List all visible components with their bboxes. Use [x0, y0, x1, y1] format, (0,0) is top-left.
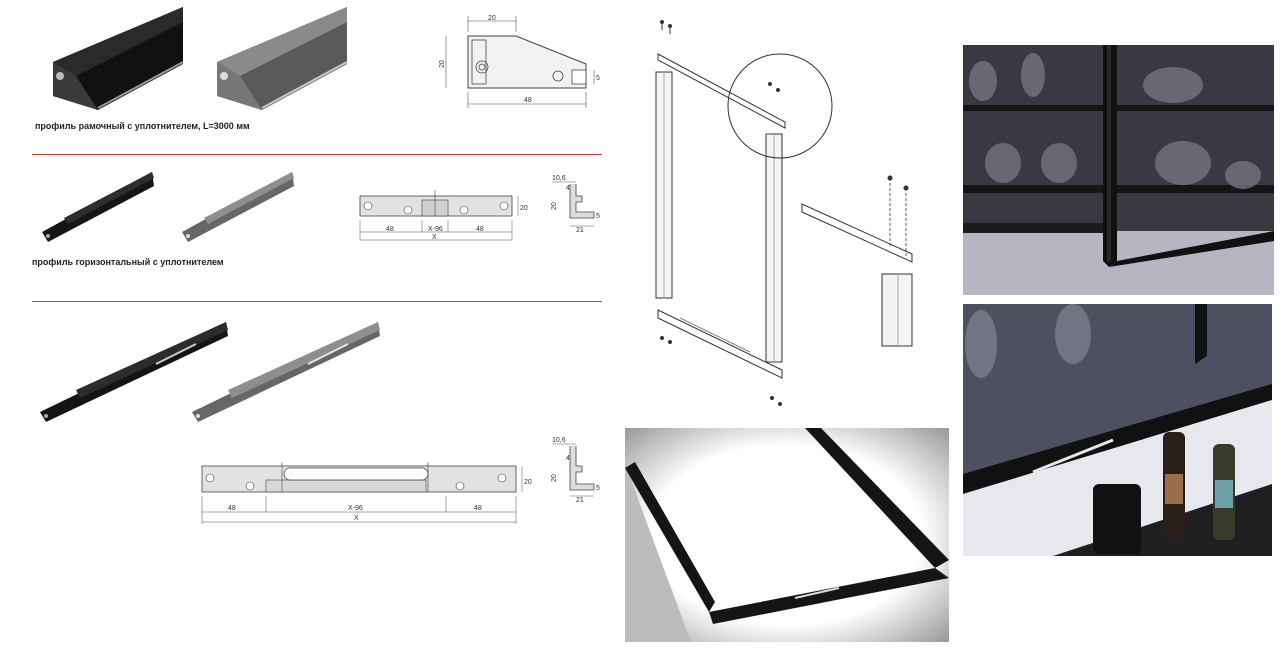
dim3-total: X [354, 515, 359, 522]
cabinet-photo-bottom [963, 304, 1272, 556]
sec2-small: 4 [566, 455, 570, 462]
frame-profile-caption: профиль рамочный с уплотнителем, L=3000 … [35, 121, 250, 131]
sec2-tip: 5 [596, 485, 600, 492]
frame-render-photo [625, 428, 949, 642]
sec1-small: 4 [566, 185, 570, 192]
dim2-left: 48 [386, 226, 394, 233]
divider-1 [32, 154, 602, 155]
handle-profile-drawing: 48 X-96 48 X 20 [201, 462, 532, 524]
sec2-height: 20 [551, 474, 558, 482]
dim3-mid: X-96 [348, 505, 363, 512]
dim-bottom: 48 [524, 97, 532, 104]
dim2-right: 48 [476, 226, 484, 233]
dim2-total: X [432, 234, 437, 241]
dim3-right: 48 [474, 505, 482, 512]
dim2-mid: X-96 [428, 226, 443, 233]
frame-profile-black-render [53, 7, 184, 110]
horizontal-profile-section: 10,6 4 20 21 5 [551, 175, 600, 234]
dim-top: 20 [488, 15, 496, 22]
horizontal-profile-black-render [42, 172, 154, 242]
handle-profile-grey-render [192, 322, 380, 422]
horizontal-profile-caption: профиль горизонтальный с уплотнителем [32, 257, 224, 267]
dim3-height: 20 [524, 479, 532, 486]
sec1-height: 20 [551, 202, 558, 210]
dim-side: 20 [439, 60, 446, 68]
handle-profile-black-render [40, 322, 228, 422]
sec1-width: 21 [576, 227, 584, 234]
horizontal-profile-grey-render [182, 172, 294, 242]
dim3-left: 48 [228, 505, 236, 512]
frame-assembly-diagram [655, 20, 913, 406]
horizontal-profile-drawing: 48 X-96 48 X 20 [359, 190, 528, 241]
handle-profile-section: 10,6 4 20 21 5 [551, 437, 600, 504]
sec1-top: 10,6 [552, 175, 566, 182]
sec1-tip: 5 [596, 213, 600, 220]
frame-profile-grey-render [217, 7, 348, 110]
frame-profile-drawing: 20 20 48 5 [439, 15, 600, 108]
dim2-height: 20 [520, 205, 528, 212]
cabinet-photo-top [963, 45, 1274, 295]
sec2-width: 21 [576, 497, 584, 504]
sec2-top: 10,6 [552, 437, 566, 444]
divider-2 [32, 301, 602, 302]
dim-right: 5 [596, 75, 600, 82]
